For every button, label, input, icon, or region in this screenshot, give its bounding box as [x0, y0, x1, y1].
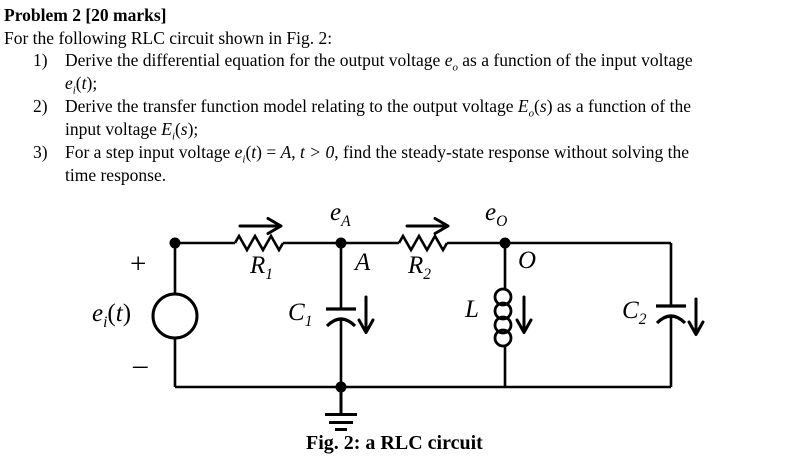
node-a-voltage-label: eA	[330, 199, 351, 230]
figure-caption: Fig. 2: a RLC circuit	[306, 432, 483, 454]
resistor-r1-label: R1	[250, 252, 274, 283]
capacitor-c1-plates	[325, 307, 357, 328]
inductor-l-coil	[493, 287, 513, 348]
item-1-line-1: Derive the differential equation for the…	[65, 50, 693, 74]
resistor-r2	[397, 233, 449, 253]
resistor-r2-label: R2	[408, 252, 432, 283]
item-2-number: 2)	[33, 96, 48, 116]
capacitor-c2-label: C2	[622, 297, 647, 328]
voltage-source	[151, 292, 199, 340]
problem-title: Problem 2 [20 marks]	[4, 5, 167, 25]
inductor-l-label: L	[465, 296, 479, 323]
problem-intro: For the following RLC circuit shown in F…	[4, 28, 333, 48]
item-2-line-1: Derive the transfer function model relat…	[65, 96, 692, 120]
capacitor-c1-label: C1	[288, 299, 313, 330]
polarity-plus-label: +	[130, 248, 147, 280]
item-3-line-1: For a step input voltage ei(t) = A, t > …	[65, 142, 690, 166]
node-dot-input	[169, 237, 181, 249]
node-o-voltage-label: eO	[485, 199, 508, 230]
item-3-line-2: time response.	[65, 165, 167, 185]
item-3-number: 3)	[33, 142, 48, 162]
resistor-r1	[233, 233, 285, 253]
current-arrow-r1	[238, 217, 283, 235]
voltage-arrow-c2	[687, 297, 705, 336]
voltage-arrow-l	[515, 295, 533, 334]
capacitor-c2-plates	[655, 304, 687, 325]
node-a-label: A	[355, 249, 371, 276]
node-dot-o	[499, 237, 511, 249]
polarity-minus-label: –	[133, 349, 148, 381]
source-voltage-label: ei(t)	[92, 300, 132, 331]
item-1-number: 1)	[33, 50, 48, 70]
node-o-label: O	[518, 247, 537, 274]
current-arrow-r2	[405, 217, 450, 235]
ground-icon	[325, 387, 357, 431]
node-dot-a	[335, 237, 347, 249]
voltage-arrow-c1	[357, 295, 375, 334]
item-2-line-2: input voltage Ei(s);	[65, 119, 199, 143]
item-1-line-2: ei(t);	[65, 73, 98, 97]
